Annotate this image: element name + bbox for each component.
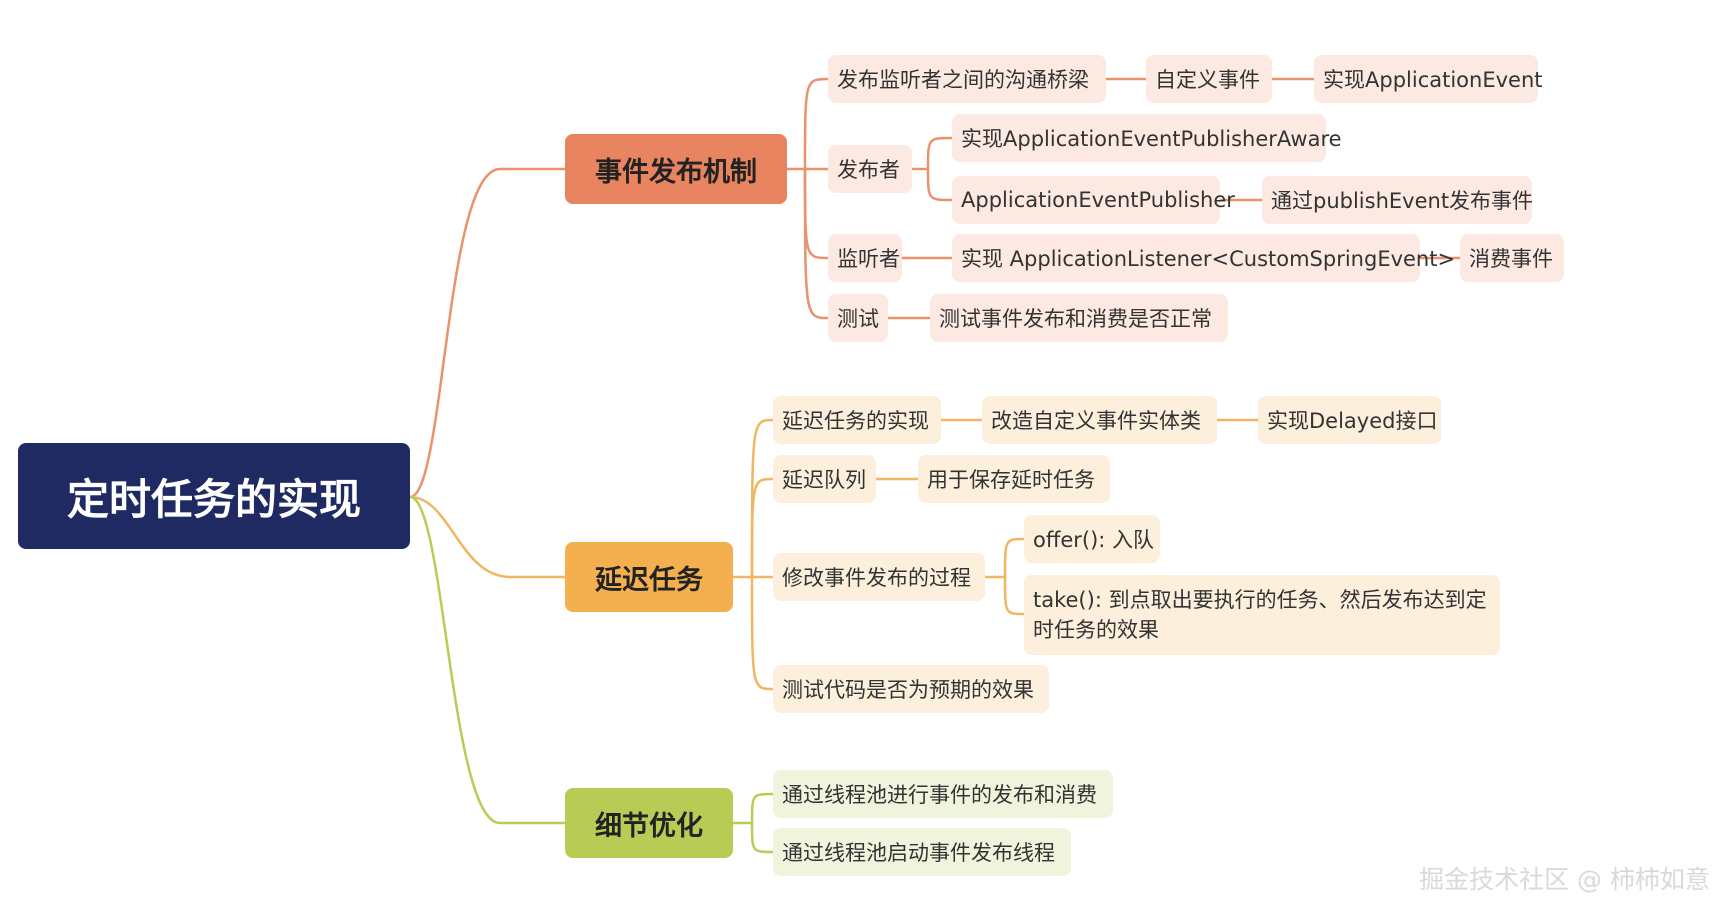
node-delay-impl: 延迟任务的实现 xyxy=(773,396,941,444)
branch-node-detail-optimization: 细节优化 xyxy=(565,788,733,858)
node-bridge: 发布监听者之间的沟通桥梁 xyxy=(828,55,1106,103)
node-take: take(): 到点取出要执行的任务、然后发布达到定时任务的效果 xyxy=(1024,575,1500,655)
node-impl-delayed: 实现Delayed接口 xyxy=(1258,396,1441,444)
node-custom-event: 自定义事件 xyxy=(1146,55,1272,103)
node-threadpool-publish-consume: 通过线程池进行事件的发布和消费 xyxy=(773,770,1113,818)
node-threadpool-start-thread: 通过线程池启动事件发布线程 xyxy=(773,828,1071,876)
branch-node-delay-task: 延迟任务 xyxy=(565,542,733,612)
node-modify-publish-process: 修改事件发布的过程 xyxy=(773,553,985,601)
node-store-delay-task: 用于保存延时任务 xyxy=(918,455,1110,503)
branch-node-event-publish: 事件发布机制 xyxy=(565,134,787,204)
node-modify-event-entity: 改造自定义事件实体类 xyxy=(982,396,1217,444)
node-listener: 监听者 xyxy=(828,234,902,282)
node-impl-publisher-aware: 实现ApplicationEventPublisherAware xyxy=(952,114,1342,162)
connector-root-branch2 xyxy=(408,495,567,579)
connector-root-branch1 xyxy=(408,167,567,499)
node-application-event-publisher: ApplicationEventPublisher xyxy=(952,176,1235,224)
node-test-publish-consume: 测试事件发布和消费是否正常 xyxy=(930,294,1228,342)
node-test: 测试 xyxy=(828,294,888,342)
node-impl-application-listener: 实现 ApplicationListener<CustomSpringEvent… xyxy=(952,234,1455,282)
node-publisher: 发布者 xyxy=(828,145,912,193)
node-consume-event: 消费事件 xyxy=(1460,234,1564,282)
node-test-expected: 测试代码是否为预期的效果 xyxy=(773,665,1049,713)
root-node: 定时任务的实现 xyxy=(18,443,410,549)
watermark: 掘金技术社区 @ 柿柿如意 xyxy=(1419,865,1710,894)
node-delay-queue: 延迟队列 xyxy=(773,455,876,503)
connector-root-branch3 xyxy=(408,495,567,825)
node-offer: offer(): 入队 xyxy=(1024,515,1160,563)
node-publish-event: 通过publishEvent发布事件 xyxy=(1262,176,1533,224)
node-impl-application-event: 实现ApplicationEvent xyxy=(1314,55,1543,103)
